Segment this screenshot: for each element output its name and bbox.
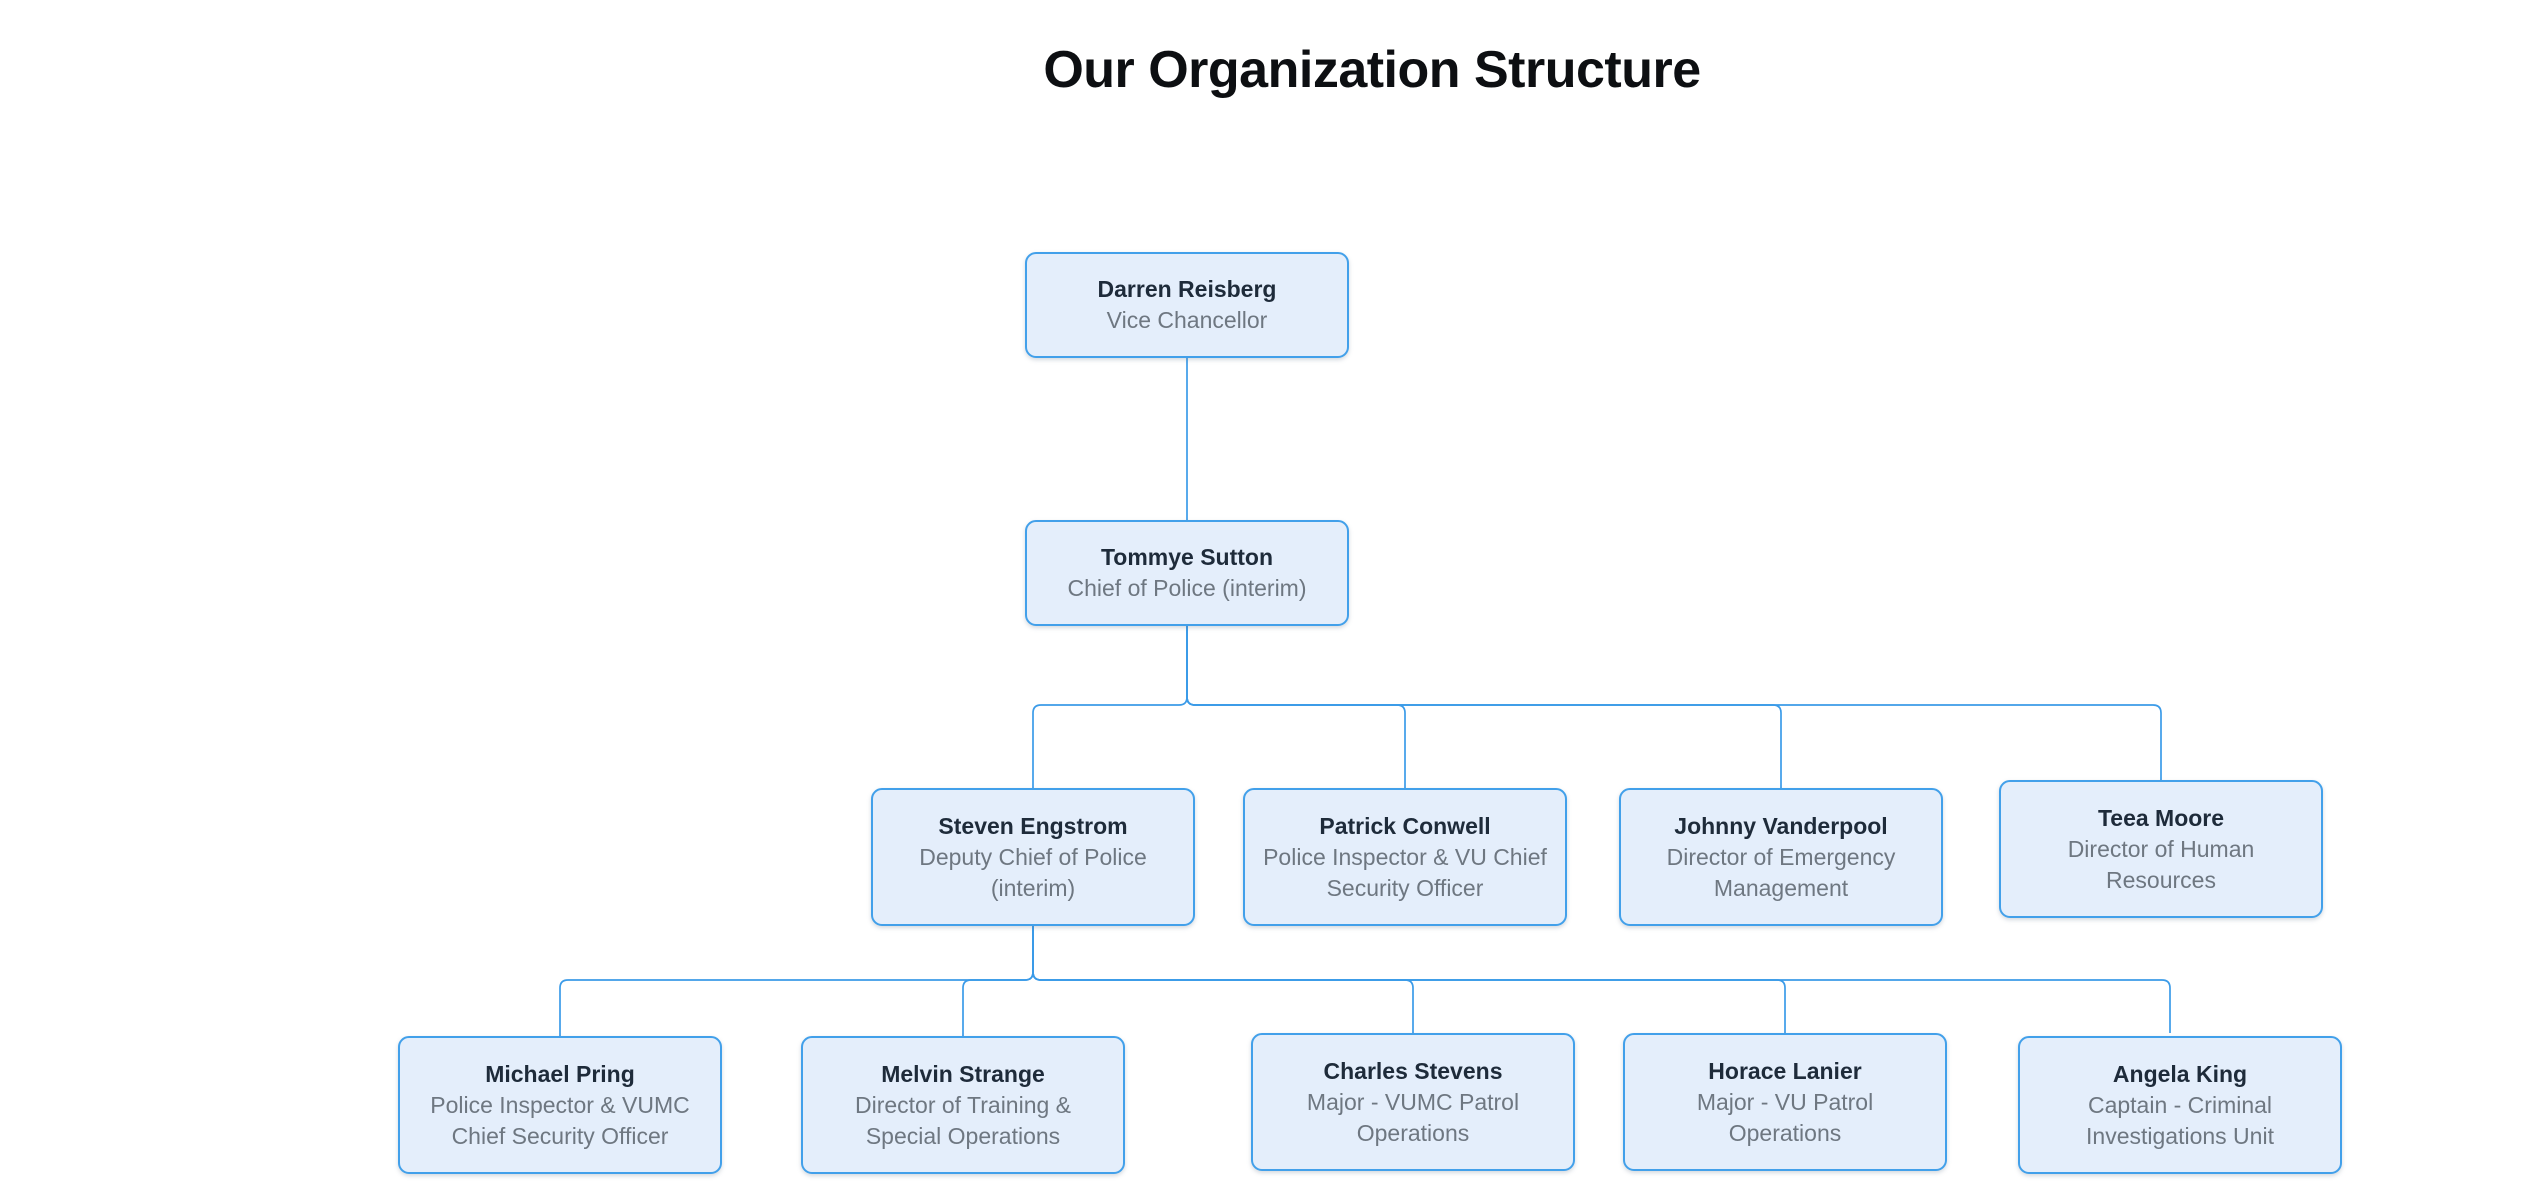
node-title: Police Inspector & VUMC Chief Security O…	[430, 1091, 690, 1149]
node-name: Teea Moore	[2097, 804, 2225, 831]
connector-deputy-to-king	[1032, 926, 2171, 1033]
node-title: Chief of Police (interim)	[1067, 575, 1307, 601]
node-name: Horace Lanier	[1708, 1057, 1862, 1084]
node-title: Captain - Criminal Investigations Unit	[2086, 1091, 2274, 1149]
org-node-melvin-strange[interactable]: Melvin Strange Director of Training & Sp…	[801, 1036, 1125, 1174]
node-name: Charles Stevens	[1323, 1057, 1503, 1084]
org-node-steven-engstrom[interactable]: Steven Engstrom Deputy Chief of Police (…	[871, 788, 1195, 926]
connector-deputy-to-stevens	[1032, 926, 1414, 1033]
node-title: Major - VUMC Patrol Operations	[1306, 1088, 1520, 1146]
connector-chief-to-moore	[1186, 626, 2162, 780]
org-node-tommye-sutton[interactable]: Tommye Sutton Chief of Police (interim)	[1025, 520, 1349, 626]
node-title: Director of Emergency Management	[1666, 843, 1896, 901]
node-title: Deputy Chief of Police (interim)	[919, 843, 1147, 901]
node-name: Johnny Vanderpool	[1674, 812, 1888, 839]
org-node-michael-pring[interactable]: Michael Pring Police Inspector & VUMC Ch…	[398, 1036, 722, 1174]
org-node-horace-lanier[interactable]: Horace Lanier Major - VU Patrol Operatio…	[1623, 1033, 1947, 1171]
org-node-teea-moore[interactable]: Teea Moore Director of Human Resources	[1999, 780, 2323, 918]
org-node-patrick-conwell[interactable]: Patrick Conwell Police Inspector & VU Ch…	[1243, 788, 1567, 926]
node-title: Director of Training & Special Operation…	[854, 1091, 1072, 1149]
connector-deputy-to-lanier	[1032, 926, 1786, 1033]
node-name: Angela King	[2112, 1060, 2248, 1087]
connector-chief-to-vanderpool	[1186, 626, 1782, 788]
connector-chief-to-conwell	[1186, 626, 1406, 788]
org-node-darren-reisberg[interactable]: Darren Reisberg Vice Chancellor	[1025, 252, 1349, 358]
node-title: Director of Human Resources	[2067, 835, 2255, 893]
node-title: Police Inspector & VU Chief Security Off…	[1263, 843, 1547, 901]
org-node-johnny-vanderpool[interactable]: Johnny Vanderpool Director of Emergency …	[1619, 788, 1943, 926]
node-name: Darren Reisberg	[1097, 276, 1277, 302]
org-node-charles-stevens[interactable]: Charles Stevens Major - VUMC Patrol Oper…	[1251, 1033, 1575, 1171]
connector-chief-to-deputy	[1032, 626, 1188, 788]
node-name: Michael Pring	[485, 1060, 635, 1087]
connector-deputy-to-strange	[962, 926, 1034, 1036]
node-name: Steven Engstrom	[938, 812, 1128, 839]
node-name: Tommye Sutton	[1100, 544, 1274, 570]
node-title: Vice Chancellor	[1106, 307, 1268, 333]
page-title: Our Organization Structure	[1043, 41, 1701, 99]
connector-deputy-to-pring	[559, 926, 1034, 1036]
node-title: Major - VU Patrol Operations	[1696, 1088, 1874, 1146]
org-node-angela-king[interactable]: Angela King Captain - Criminal Investiga…	[2018, 1036, 2342, 1174]
node-name: Patrick Conwell	[1319, 812, 1491, 839]
node-name: Melvin Strange	[881, 1060, 1045, 1087]
